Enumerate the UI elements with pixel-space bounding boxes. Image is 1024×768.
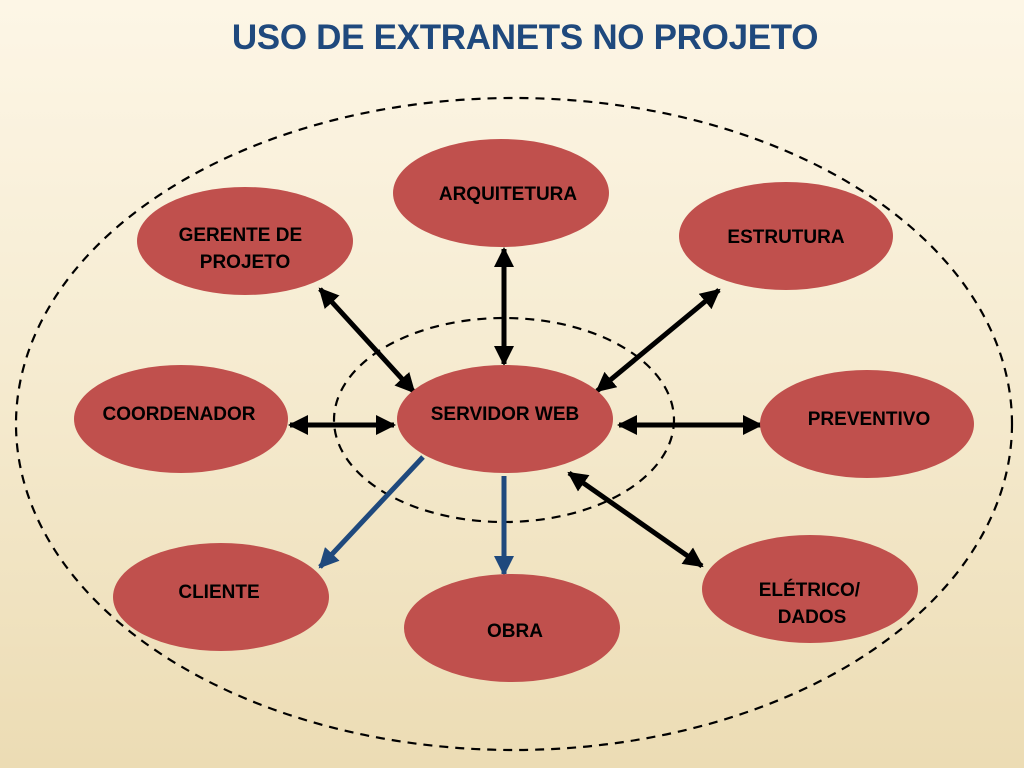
node-arquitetura: ARQUITETURA — [393, 139, 609, 247]
node-label-line: COORDENADOR — [102, 404, 255, 425]
node-eletrico-dados: ELÉTRICO/ DADOS — [702, 535, 918, 643]
node-estrutura: ESTRUTURA — [679, 182, 893, 290]
slide-title: USO DE EXTRANETS NO PROJETO — [231, 18, 819, 57]
extranet-boundary — [14, 96, 1014, 752]
svg-text:ARQUITETURA: ARQUITETURA — [439, 184, 578, 205]
svg-text:ELÉTRICO/ DADOS: ELÉTRICO/ DADOS — [759, 579, 866, 628]
connection-arrows — [288, 247, 763, 576]
node-label-line: OBRA — [487, 621, 543, 642]
node-label-line: ESTRUTURA — [727, 227, 844, 248]
svg-text:GERENTE DE PROJETO: GERENTE DE PROJETO — [179, 225, 308, 273]
node-label-line: PROJETO — [200, 252, 290, 273]
node-label-line: GERENTE DE — [179, 225, 303, 246]
node-label-line: DADOS — [778, 607, 847, 628]
node-preventivo: PREVENTIVO — [760, 370, 974, 478]
arrow-servidor-gerente — [318, 287, 416, 394]
node-label-line: SERVIDOR WEB — [431, 404, 580, 425]
arrow-servidor-cliente — [318, 455, 425, 569]
node-cliente: CLIENTE — [113, 543, 329, 651]
svg-text:COORDENADOR: COORDENADOR — [102, 404, 255, 425]
svg-text:PREVENTIVO: PREVENTIVO — [808, 409, 930, 430]
svg-text:CLIENTE: CLIENTE — [178, 582, 259, 603]
svg-text:SERVIDOR WEB: SERVIDOR WEB — [431, 404, 580, 425]
node-label-line: PREVENTIVO — [808, 409, 930, 430]
node-obra: OBRA — [404, 574, 620, 682]
node-coordenador: COORDENADOR — [74, 365, 288, 473]
node-label-line: ELÉTRICO/ — [759, 579, 861, 601]
svg-text:OBRA: OBRA — [487, 621, 543, 642]
node-gerente-de-projeto: GERENTE DE PROJETO — [137, 187, 353, 295]
node-label-line: CLIENTE — [178, 582, 259, 603]
node-label-line: ARQUITETURA — [439, 184, 578, 205]
svg-text:ESTRUTURA: ESTRUTURA — [727, 227, 844, 248]
arrow-servidor-estrutura — [595, 288, 721, 393]
node-servidor-web: SERVIDOR WEB — [397, 365, 613, 473]
arrow-servidor-eletrico — [567, 470, 704, 569]
